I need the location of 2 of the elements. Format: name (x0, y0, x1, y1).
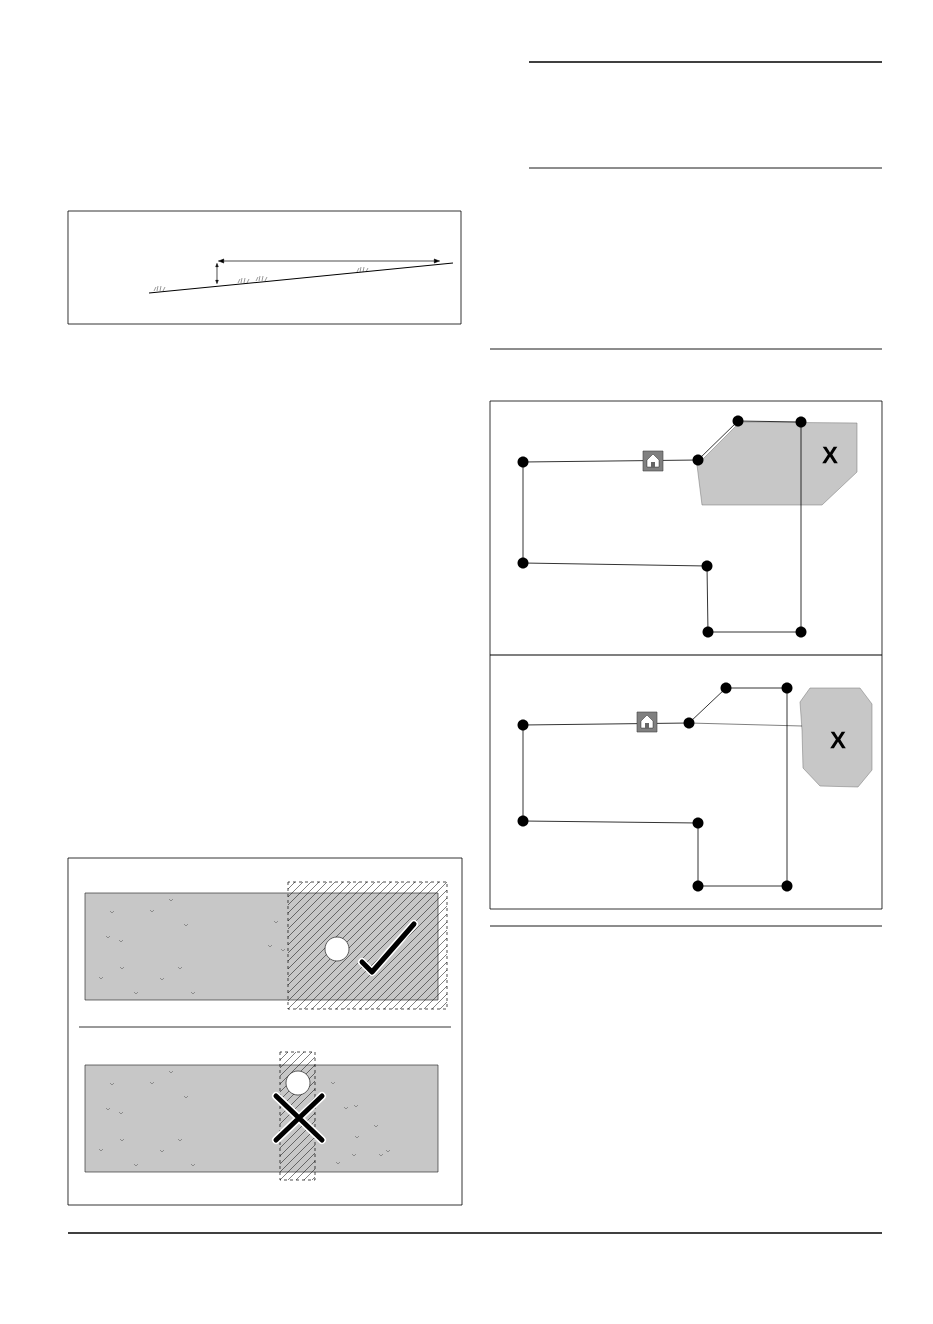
no-go-area: X (696, 421, 858, 506)
no-go-area: X (799, 687, 873, 788)
